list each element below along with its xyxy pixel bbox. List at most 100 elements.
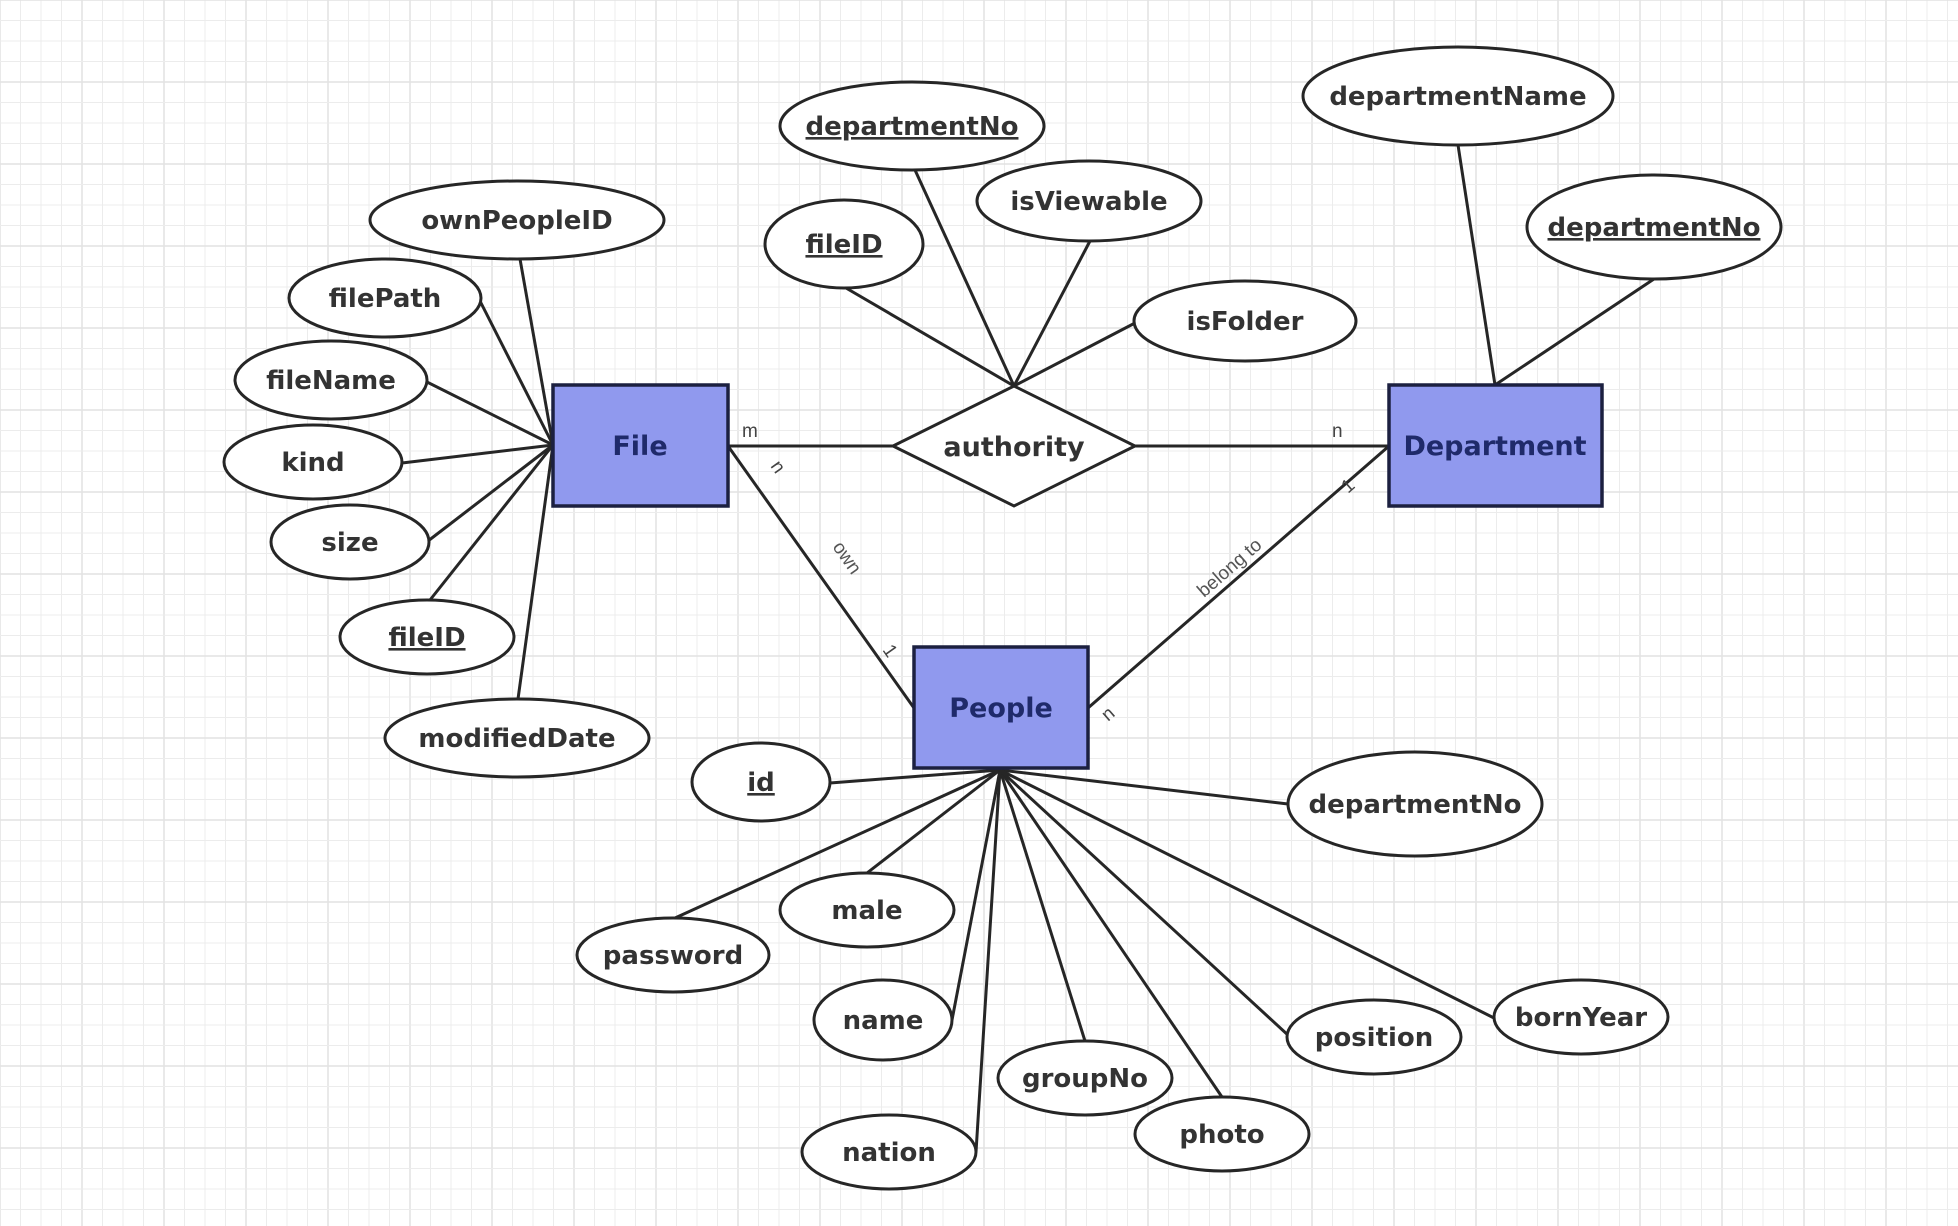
attribute-ellipse <box>575 916 771 994</box>
attribute-label: filePath <box>329 284 442 314</box>
attribute-ellipse <box>368 179 666 261</box>
edge-people-photo <box>998 769 1224 1098</box>
attribute-label: photo <box>1179 1120 1264 1150</box>
cardinality-own-file: n <box>766 457 789 478</box>
attribute-ellipse <box>1286 750 1544 858</box>
entity-label: People <box>949 693 1053 724</box>
edge-authority-fileid <box>845 286 1015 388</box>
cardinality-belong-to-people: n <box>1098 703 1120 726</box>
entity-label: Department <box>1403 431 1586 462</box>
edge-people-male <box>866 768 1001 875</box>
attributes: ownPeopleID filePath fileName kind size fileI… <box>222 45 1783 1191</box>
edge-people-departmentno <box>999 768 1289 806</box>
edge-file-filename <box>426 380 554 447</box>
attribute-ellipse <box>269 503 431 581</box>
attribute-label: nation <box>842 1138 936 1168</box>
attribute-ellipse <box>1133 1095 1311 1173</box>
attribute-label-key: departmentNo <box>1548 213 1761 243</box>
attribute-ellipse <box>287 257 483 339</box>
attribute-label-key: fileID <box>805 230 882 260</box>
edge-file-size <box>427 443 554 543</box>
edge-file-fileid <box>428 444 555 601</box>
attribute-people-nation[interactable]: nation <box>800 1113 978 1191</box>
attribute-label: ownPeopleID <box>421 206 612 236</box>
attribute-ellipse <box>1525 173 1783 281</box>
attribute-label: departmentNo <box>1309 790 1522 820</box>
attribute-file-file-path[interactable]: filePath <box>287 257 483 339</box>
attribute-label: isViewable <box>1010 187 1167 217</box>
attribute-file-size[interactable]: size <box>269 503 431 581</box>
edge-authority-isviewable <box>1012 240 1092 387</box>
cardinality-belong-to-department: 1 <box>1338 475 1360 498</box>
attribute-label: modifiedDate <box>418 724 615 754</box>
attribute-ellipse <box>763 198 925 290</box>
attribute-file-own-people-id[interactable]: ownPeopleID <box>368 179 666 261</box>
edge-people-name <box>950 769 1002 1021</box>
attribute-ellipse <box>1492 978 1670 1056</box>
attribute-ellipse <box>383 697 651 779</box>
attribute-people-password[interactable]: password <box>575 916 771 994</box>
attribute-ellipse <box>975 159 1203 243</box>
edge-people-password <box>674 768 1001 920</box>
attribute-ellipse <box>233 339 429 421</box>
attribute-file-file-id[interactable]: fileID <box>338 598 516 676</box>
edge-authority-isfolder <box>1013 321 1136 388</box>
cardinality-authority-department: n <box>1332 421 1343 442</box>
attribute-authority-is-folder[interactable]: isFolder <box>1132 279 1358 363</box>
attribute-label: position <box>1315 1023 1434 1053</box>
attribute-people-male[interactable]: male <box>778 871 956 949</box>
attribute-people-position[interactable]: position <box>1285 998 1463 1076</box>
attribute-department-department-no[interactable]: departmentNo <box>1525 173 1783 281</box>
attribute-label: fileName <box>266 366 396 396</box>
attribute-label: bornYear <box>1515 1003 1647 1033</box>
attribute-ellipse <box>1285 998 1463 1076</box>
attribute-authority-department-no[interactable]: departmentNo <box>778 80 1046 172</box>
attribute-file-file-name[interactable]: fileName <box>233 339 429 421</box>
edge-department-departmentname <box>1456 144 1497 386</box>
cardinality-file-authority: m <box>742 421 758 442</box>
attribute-authority-file-id[interactable]: fileID <box>763 198 925 290</box>
attribute-ellipse <box>812 978 954 1062</box>
attribute-people-group-no[interactable]: groupNo <box>996 1039 1174 1117</box>
relationship-label-own: own <box>828 538 865 579</box>
attribute-people-born-year[interactable]: bornYear <box>1492 978 1670 1056</box>
edge-people-groupno <box>998 769 1087 1042</box>
attribute-label: groupNo <box>1022 1064 1148 1094</box>
edge-people-bornyear <box>999 768 1495 1020</box>
attribute-label: kind <box>281 448 344 478</box>
attribute-label: departmentName <box>1329 82 1586 112</box>
attribute-ellipse <box>800 1113 978 1191</box>
entity-people[interactable]: People <box>912 645 1090 770</box>
entity-file[interactable]: File <box>551 383 730 508</box>
edge-people-nation <box>974 769 1002 1153</box>
attribute-label-key: id <box>747 768 775 798</box>
attribute-label: size <box>321 528 378 558</box>
attribute-label-key: departmentNo <box>806 112 1019 142</box>
relationship-authority[interactable]: authority <box>889 384 1139 508</box>
attribute-ellipse <box>690 741 832 823</box>
attribute-ellipse <box>996 1039 1174 1117</box>
attribute-label: name <box>843 1006 924 1036</box>
attribute-people-department-no[interactable]: departmentNo <box>1286 750 1544 858</box>
attribute-ellipse <box>778 871 956 949</box>
edge-own <box>726 445 916 709</box>
attribute-file-modified-date[interactable]: modifiedDate <box>383 697 651 779</box>
edge-file-filepath <box>478 300 555 446</box>
attribute-label: male <box>831 896 902 926</box>
attribute-people-name[interactable]: name <box>812 978 954 1062</box>
attribute-file-kind[interactable]: kind <box>222 423 404 501</box>
attribute-ellipse <box>1301 45 1615 147</box>
attribute-label: isFolder <box>1187 307 1304 337</box>
attribute-authority-is-viewable[interactable]: isViewable <box>975 159 1203 243</box>
edge-file-ownpeopleid <box>518 258 555 446</box>
entity-department[interactable]: Department <box>1387 383 1604 508</box>
attribute-ellipse <box>222 423 404 501</box>
attribute-ellipse <box>1132 279 1358 363</box>
attribute-department-department-name[interactable]: departmentName <box>1301 45 1615 147</box>
edge-file-kind <box>401 443 554 465</box>
entity-label: File <box>612 431 667 462</box>
edge-file-modifieddate <box>516 444 555 700</box>
attribute-people-photo[interactable]: photo <box>1133 1095 1311 1173</box>
attribute-people-id[interactable]: id <box>690 741 832 823</box>
